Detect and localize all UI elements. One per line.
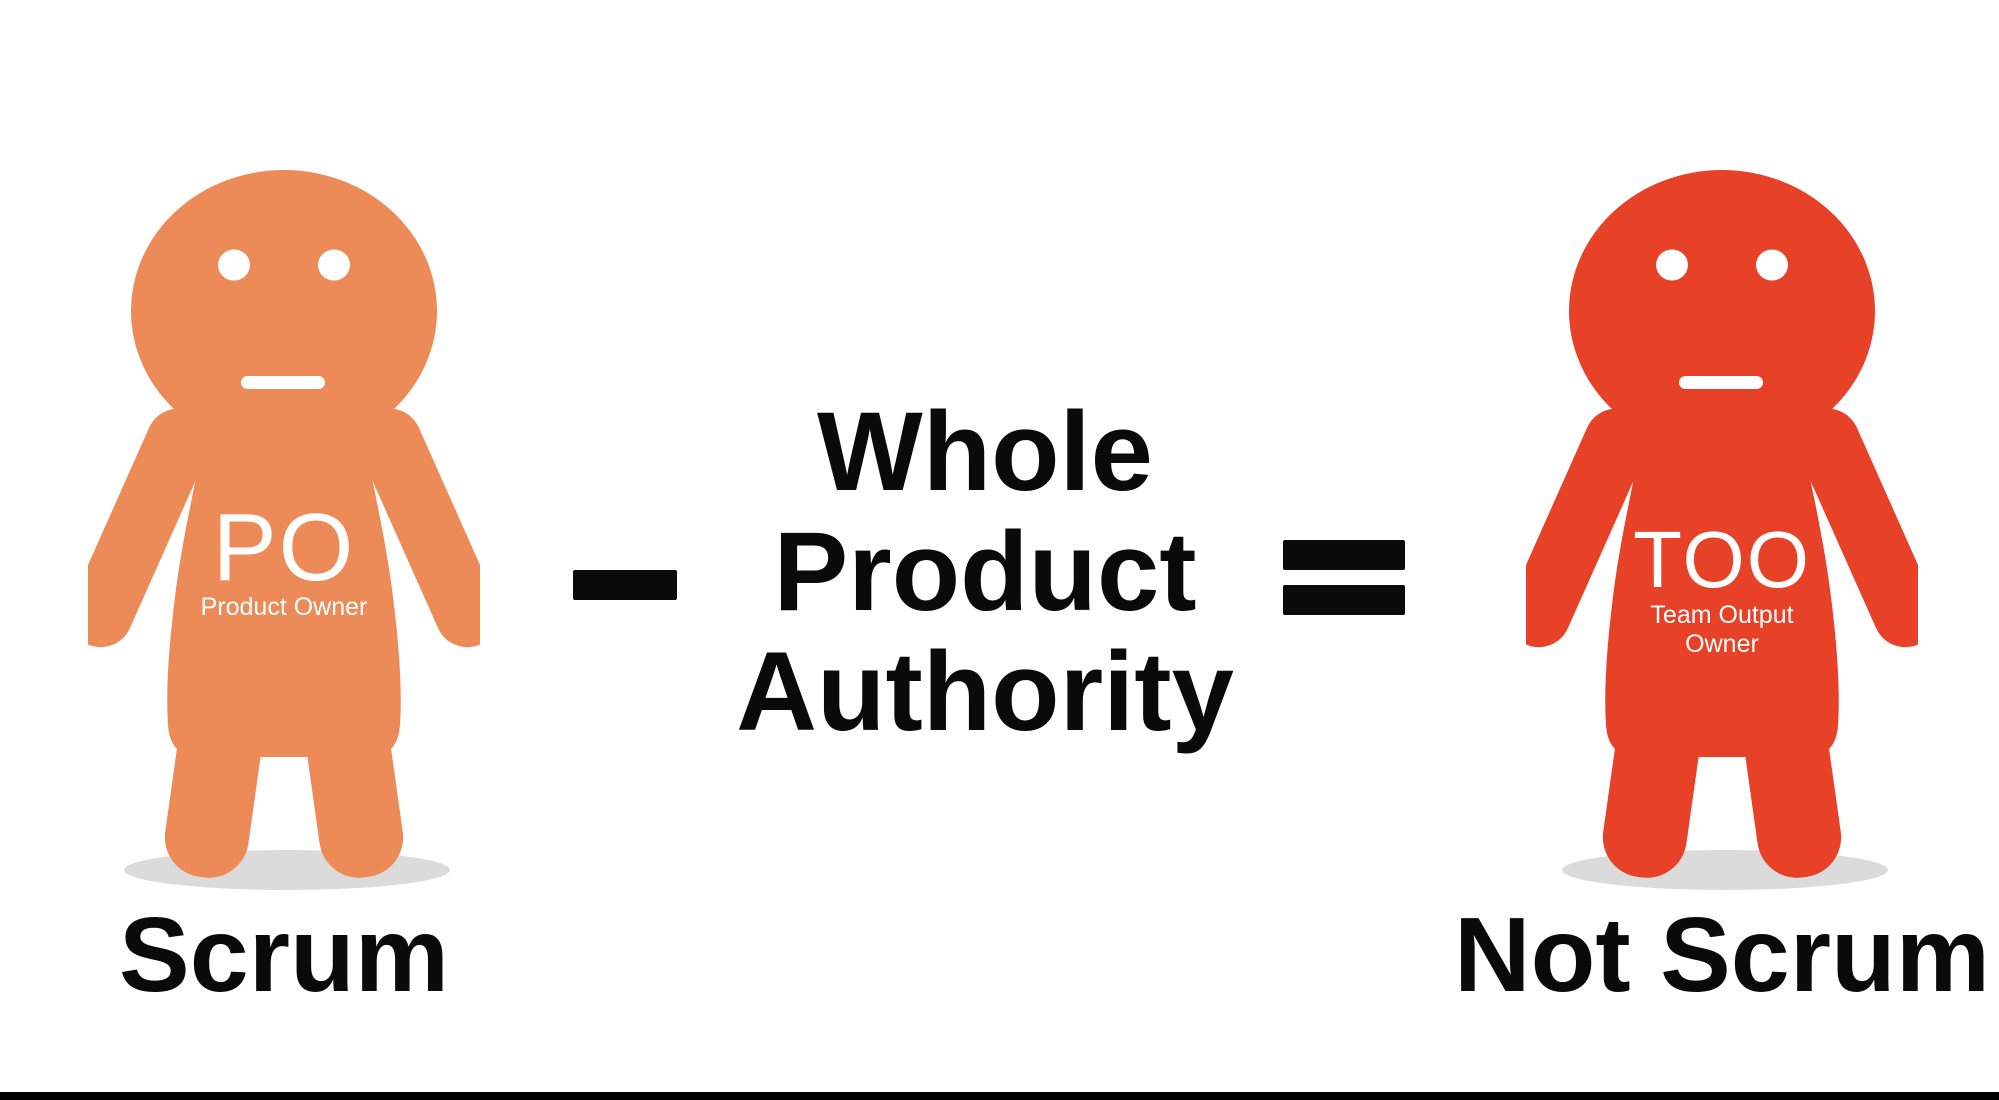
equals-operator-icon — [1283, 540, 1405, 615]
person-icon — [88, 170, 480, 890]
equation-line-3: Authority — [736, 629, 1234, 754]
mouth-icon — [241, 376, 325, 389]
minus-operator-icon — [573, 570, 677, 600]
equation-text: Whole Product Authority — [735, 392, 1235, 752]
person-face — [218, 249, 350, 389]
figure-subtitle: Team Output Owner — [1650, 601, 1794, 658]
caption-not-scrum: Not Scrum — [1454, 896, 1990, 1014]
mouth-icon — [1679, 376, 1763, 389]
equation-line-1: Whole — [817, 389, 1153, 514]
team-output-owner-figure: TOO Team Output Owner — [1526, 165, 1918, 895]
caption-scrum: Scrum — [119, 896, 449, 1014]
figure-badge: TOO — [1633, 515, 1811, 604]
right-eye-icon — [1756, 249, 1788, 281]
product-owner-figure: PO Product Owner — [88, 165, 480, 895]
letterbox-bar — [0, 1092, 1999, 1100]
left-eye-icon — [1656, 249, 1688, 281]
person-body — [1526, 170, 1918, 878]
person-face — [1656, 249, 1788, 389]
left-eye-icon — [218, 249, 250, 281]
right-eye-icon — [318, 249, 350, 281]
figure-subtitle: Product Owner — [200, 593, 368, 621]
person-icon — [1526, 170, 1918, 890]
equation-line-2: Product — [773, 509, 1197, 634]
person-body — [88, 170, 480, 878]
figure-badge: PO — [212, 494, 356, 601]
